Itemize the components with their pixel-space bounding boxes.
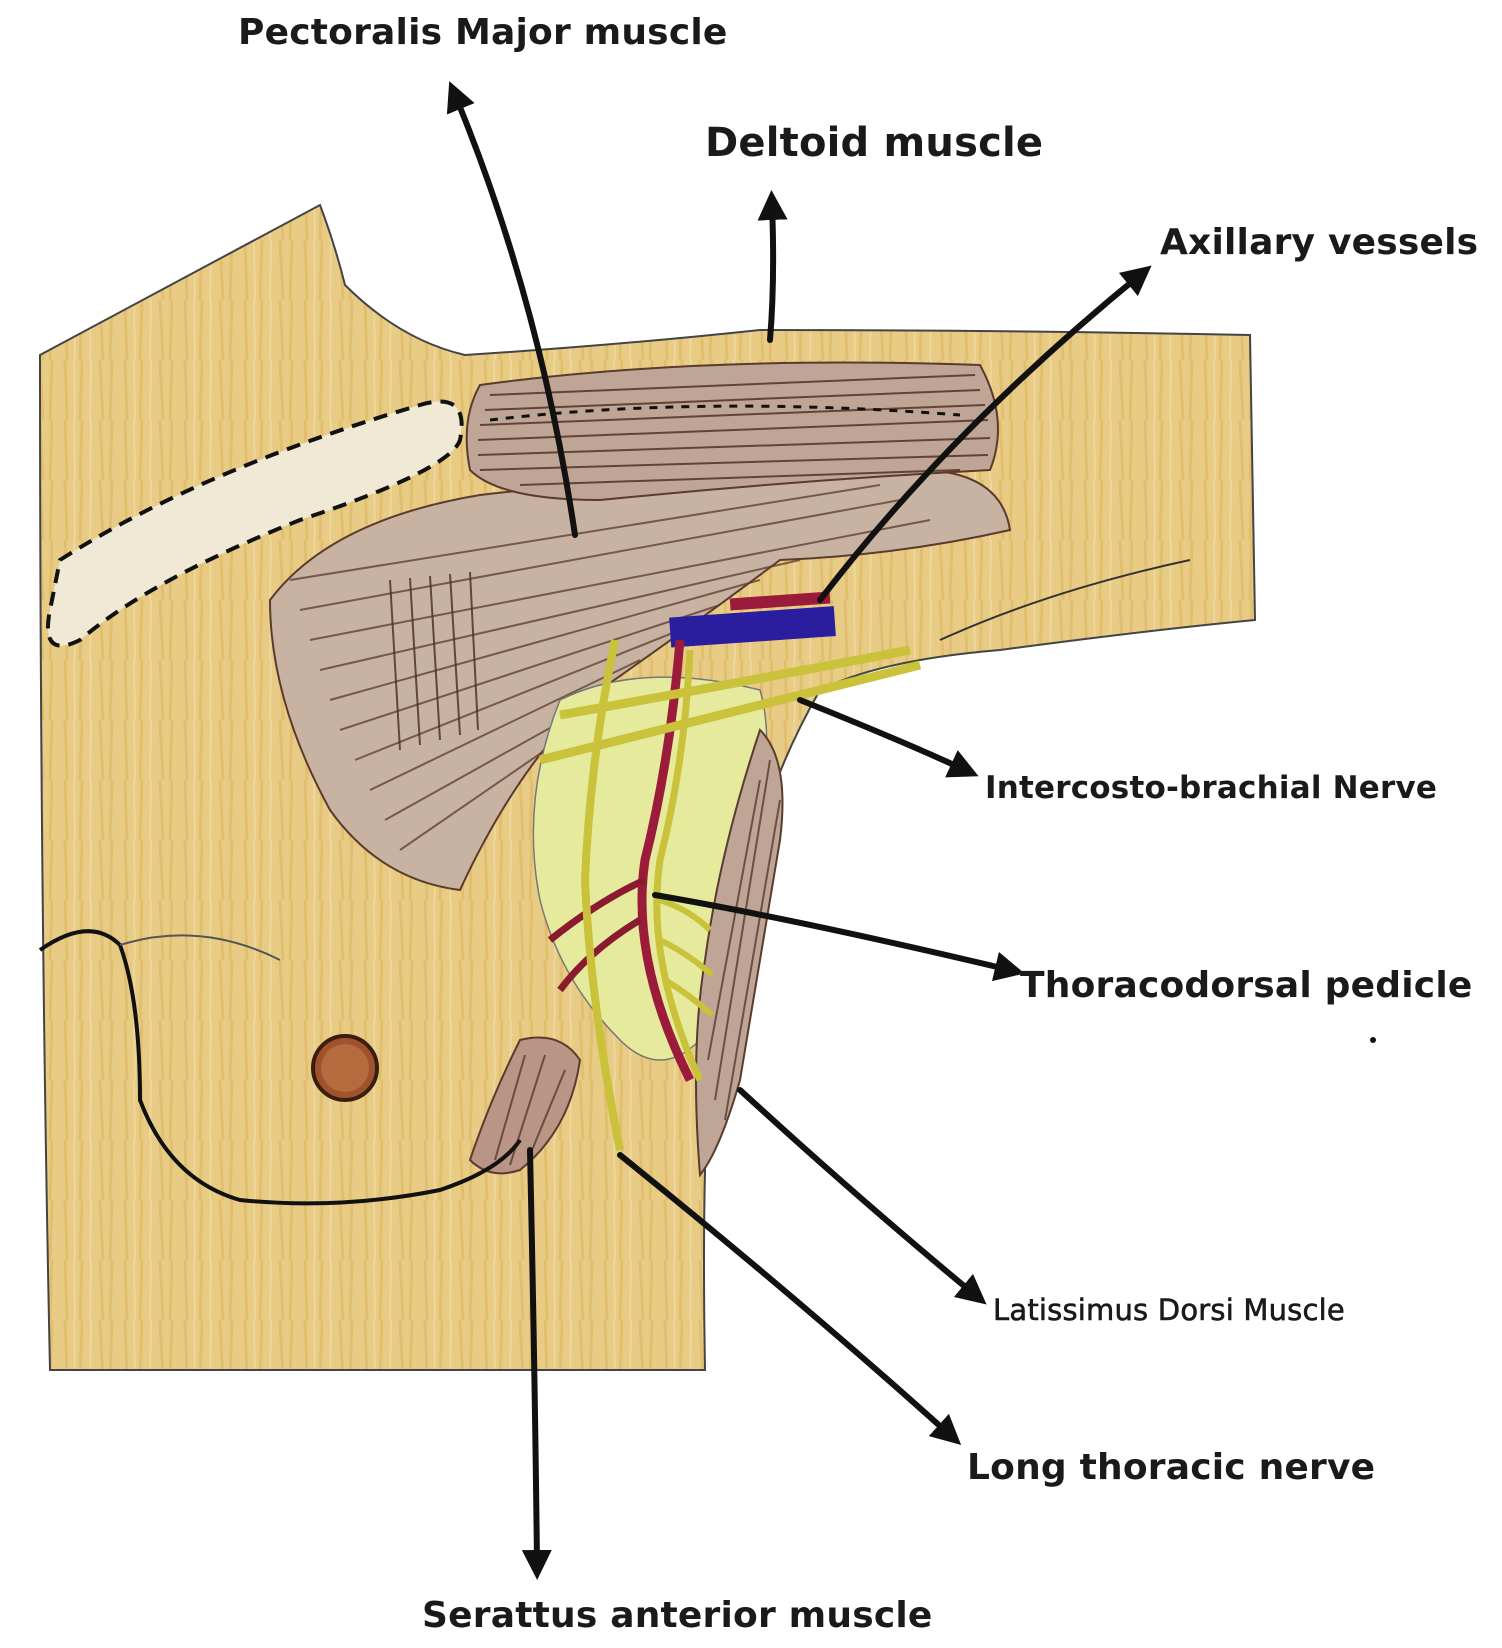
leader-intercostobrachial bbox=[797, 697, 979, 778]
axillary-vessels bbox=[669, 591, 836, 648]
label-long-thoracic-nerve: Long thoracic nerve bbox=[967, 1447, 1376, 1488]
leader-pectoralis bbox=[446, 81, 578, 538]
clavicle-outline bbox=[46, 399, 464, 648]
leader-latissimus bbox=[737, 1087, 987, 1305]
intercostobrachial-nerve bbox=[538, 645, 922, 765]
arm-contour bbox=[939, 559, 1191, 641]
label-deltoid: Deltoid muscle bbox=[705, 120, 1044, 166]
deltoid-muscle bbox=[465, 361, 999, 502]
label-thoracodorsal-pedicle: Thoracodorsal pedicle bbox=[1020, 965, 1473, 1006]
label-axillary-vessels: Axillary vessels bbox=[1160, 222, 1479, 263]
long-thoracic-nerve bbox=[580, 639, 624, 1151]
label-intercostobrachial-nerve: Intercosto-brachial Nerve bbox=[985, 770, 1438, 806]
nipple bbox=[311, 1034, 379, 1102]
label-pectoralis-major: Pectoralis Major muscle bbox=[238, 12, 728, 53]
serratus-anterior-muscle bbox=[468, 1036, 582, 1175]
leader-axillary bbox=[817, 265, 1152, 603]
leader-deltoid bbox=[757, 190, 788, 343]
label-serratus-anterior: Serattus anterior muscle bbox=[422, 1595, 933, 1636]
leader-thoracodorsal bbox=[652, 892, 1025, 982]
label-latissimus-dorsi: Latissimus Dorsi Muscle bbox=[993, 1293, 1345, 1328]
pectoralis-major-muscle bbox=[268, 468, 1012, 892]
breast-outline bbox=[38, 929, 522, 1206]
leader-lines bbox=[446, 81, 1152, 1580]
leader-serratus bbox=[521, 1147, 552, 1580]
leader-long-thoracic bbox=[617, 1152, 962, 1446]
stray-dot bbox=[1370, 1037, 1376, 1043]
